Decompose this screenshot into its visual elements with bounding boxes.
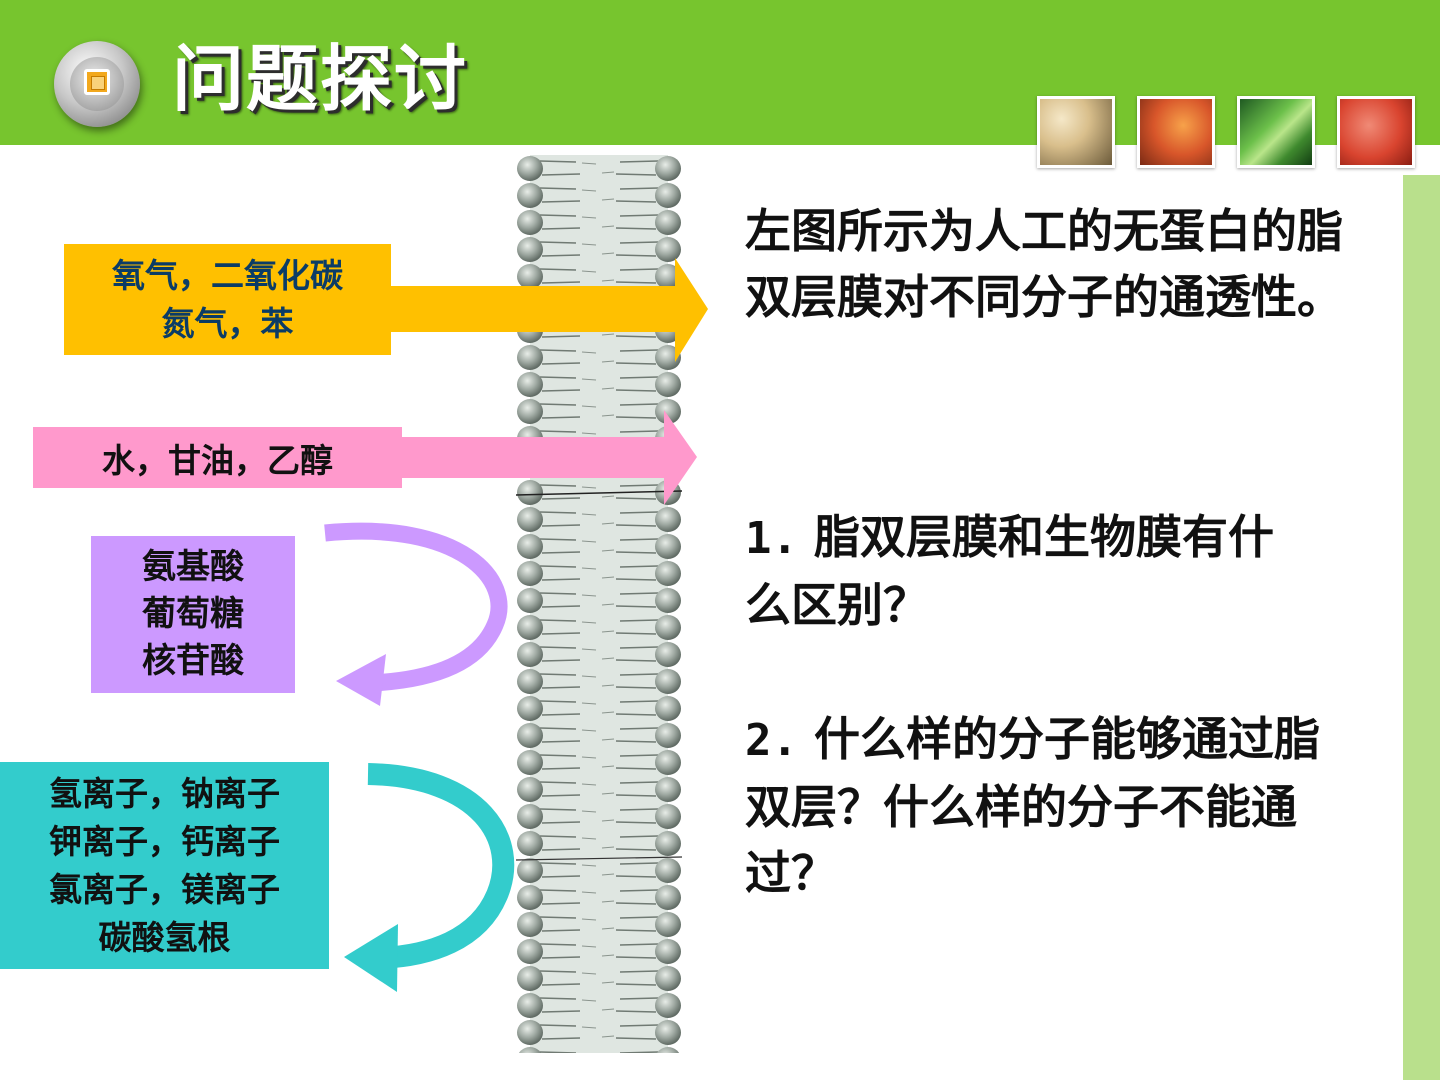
large-polar-line-3: 核苷酸	[142, 641, 244, 681]
gas-molecules-box: 氧气，二氧化碳 氮气，苯	[64, 244, 391, 355]
question-2-text: 什么样的分子能够通过脂双层？什么样的分子不能通过？	[745, 712, 1320, 900]
citrus-photo	[1137, 96, 1215, 168]
large-polar-line-1: 氨基酸	[142, 547, 244, 587]
ions-line-4: 碳酸氢根	[98, 917, 231, 957]
lipid-bilayer	[516, 155, 682, 1053]
side-strip	[1403, 175, 1440, 1080]
ions-line-3: 氯离子，镁离子	[49, 869, 280, 909]
question-1-number: 1.	[745, 513, 798, 564]
ions-line-2: 钾离子，钙离子	[49, 821, 280, 861]
question-1-text: 脂双层膜和生物膜有什么区别？	[745, 510, 1274, 632]
purple-curved-arrow	[324, 522, 508, 692]
red-tissue-photo	[1337, 96, 1415, 168]
large-polar-line-2: 葡萄糖	[142, 594, 244, 634]
question-2: 2. 什么样的分子能够通过脂双层？什么样的分子不能通过？	[745, 706, 1325, 906]
ions-box: 氢离子，钠离子 钾离子，钙离子 氯离子，镁离子 碳酸氢根	[0, 762, 329, 969]
beans-photo	[1037, 96, 1115, 168]
large-polar-molecules-box: 氨基酸 葡萄糖 核苷酸	[91, 536, 295, 693]
small-polar-line-1: 水，甘油，乙醇	[102, 440, 333, 480]
green-stems-photo	[1237, 96, 1315, 168]
page-title: 问题探讨	[172, 37, 469, 121]
teal-curved-arrow	[367, 763, 515, 969]
ions-line-1: 氢离子，钠离子	[49, 773, 280, 813]
small-polar-molecules-box: 水，甘油，乙醇	[33, 427, 402, 488]
question-2-number: 2.	[745, 715, 798, 766]
gas-line-2: 氮气，苯	[161, 303, 294, 343]
question-1: 1. 脂双层膜和生物膜有什么区别？	[745, 504, 1305, 638]
square-button-icon	[84, 69, 110, 95]
intro-text: 左图所示为人工的无蛋白的脂双层膜对不同分子的通透性。	[745, 204, 1343, 324]
gas-line-1: 氧气，二氧化碳	[112, 255, 343, 295]
